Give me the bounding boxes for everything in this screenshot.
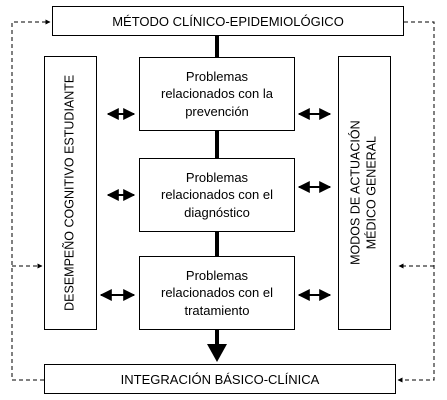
- problem-line: relacionados con el: [160, 285, 274, 301]
- bottom-label: INTEGRACIÓN BÁSICO-CLÍNICA: [120, 371, 320, 387]
- problem-line: prevención: [185, 103, 249, 119]
- clinical-epidemiological-method-box: MÉTODO CLÍNICO-EPIDEMIOLÓGICO: [52, 6, 404, 36]
- problem-text: Problemas relacionados con el tratamient…: [161, 267, 273, 320]
- problem-line: relacionados con el: [160, 187, 274, 203]
- top-label: MÉTODO CLÍNICO-EPIDEMIOLÓGICO: [112, 13, 344, 29]
- problem-line: Problemas: [185, 68, 249, 84]
- problem-text: Problemas relacionados con el diagnóstic…: [161, 169, 273, 222]
- right-label: MODOS DE ACTUACIÓN MÉDICO GENERAL: [349, 121, 380, 265]
- right-label-line: MODOS DE ACTUACIÓN: [348, 120, 363, 266]
- left-dashed-loop-top: [11, 19, 51, 381]
- problem-box-diagnosis: Problemas relacionados con el diagnóstic…: [139, 158, 295, 232]
- problem-line: relacionados con la: [160, 86, 274, 102]
- problem-text: Problemas relacionados con la prevención: [161, 68, 273, 121]
- general-physician-performance-box: MODOS DE ACTUACIÓN MÉDICO GENERAL: [338, 56, 391, 330]
- problem-line: diagnóstico: [184, 204, 250, 220]
- problem-box-treatment: Problemas relacionados con el tratamient…: [139, 256, 295, 330]
- problem-box-prevention: Problemas relacionados con la prevención: [139, 57, 295, 131]
- problem-line: Problemas: [185, 267, 249, 283]
- left-label: DESEMPEÑO COGNITIVO ESTUDIANTE: [62, 74, 77, 312]
- right-dashed-loop-bottom: [397, 21, 435, 383]
- right-label-line: MÉDICO GENERAL: [364, 136, 379, 250]
- problem-line: tratamiento: [184, 302, 250, 318]
- student-cognitive-performance-box: DESEMPEÑO COGNITIVO ESTUDIANTE: [44, 56, 97, 330]
- problem-line: Problemas: [185, 169, 249, 185]
- main-flow-arrowhead: [207, 344, 227, 362]
- basic-clinical-integration-box: INTEGRACIÓN BÁSICO-CLÍNICA: [44, 364, 396, 394]
